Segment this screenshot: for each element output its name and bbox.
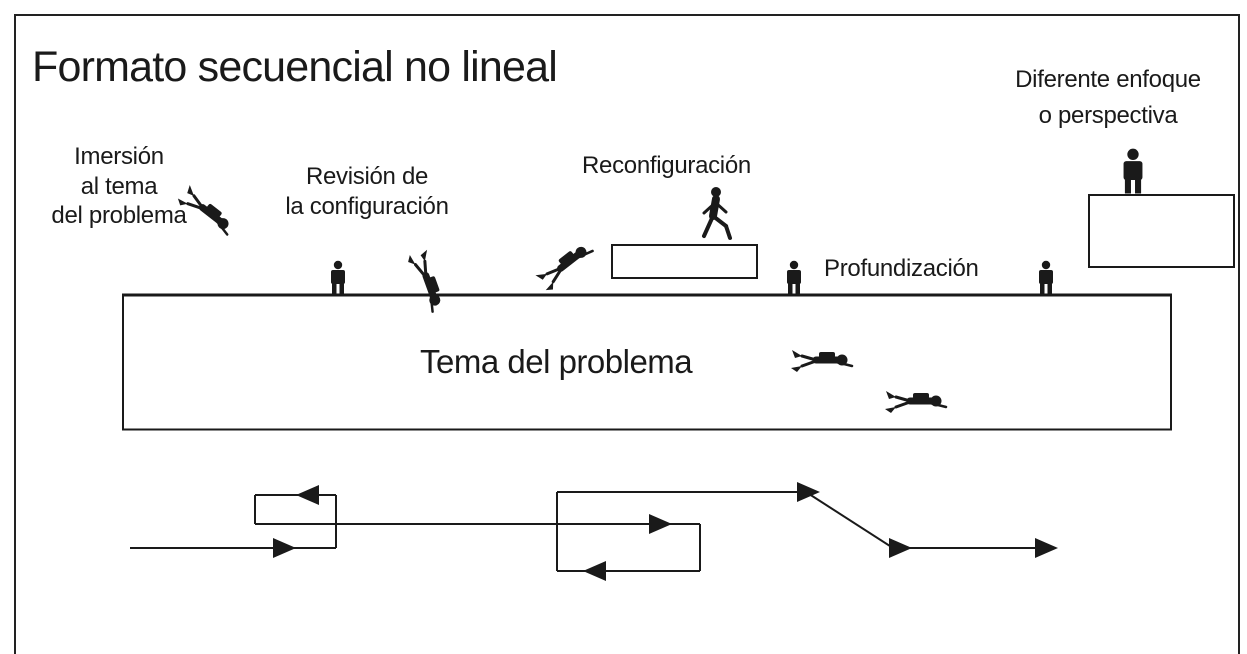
standing-person-icon <box>1123 148 1143 194</box>
diver-icon <box>791 350 852 372</box>
arrowhead-right <box>889 538 912 558</box>
label-review: Revisión de la configuración <box>262 162 472 222</box>
arrowhead-right <box>797 482 820 502</box>
walking-person-icon <box>702 187 732 240</box>
arrowhead-left <box>296 485 319 505</box>
label-perspective-text: Diferente enfoque o perspectiva <box>1015 66 1201 129</box>
arrowhead-right <box>1035 538 1058 558</box>
diver-icon <box>175 184 237 239</box>
diver-icon <box>406 249 448 314</box>
standing-person-icon <box>1039 260 1053 294</box>
diagram-frame <box>14 14 1240 654</box>
label-immersion: Imersión al tema del problema <box>38 142 200 231</box>
diver-icon <box>535 238 597 293</box>
standing-person-icon <box>331 260 345 294</box>
arrowhead-right <box>649 514 672 534</box>
diagram-title: Formato secuencial no lineal <box>32 43 558 91</box>
label-perspective: Diferente enfoque o perspectiva <box>988 62 1228 134</box>
label-review-text: Revisión de la configuración <box>285 163 449 220</box>
topic-label: Tema del problema <box>420 343 693 380</box>
arrowhead-left <box>583 561 606 581</box>
reconfig-platform <box>611 244 758 279</box>
label-deepening: Profundización <box>824 255 979 282</box>
sequence-path <box>130 491 1055 572</box>
sequence-arrowheads <box>273 482 1058 581</box>
diver-icon <box>885 391 946 413</box>
standing-person-icon <box>787 260 801 294</box>
label-reconfig: Reconfiguración <box>582 152 751 179</box>
label-immersion-text: Imersión al tema del problema <box>51 143 187 230</box>
arrowhead-right <box>273 538 296 558</box>
perspective-platform <box>1088 194 1235 268</box>
